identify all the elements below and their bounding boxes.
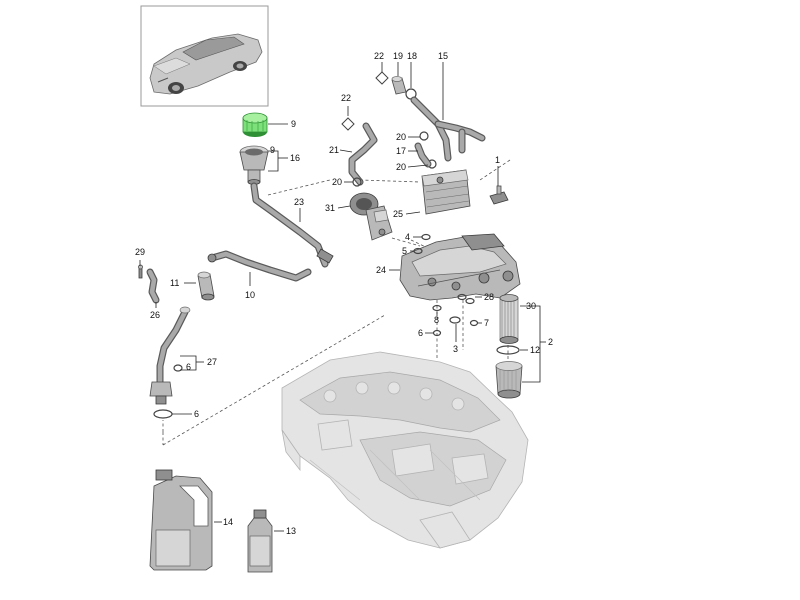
part-23-tube[interactable]	[250, 182, 334, 268]
callout-20b[interactable]: 20	[396, 162, 406, 172]
callout-9a[interactable]: 9	[291, 119, 296, 129]
part-9-oil-filler-cap[interactable]	[242, 112, 268, 137]
part-6-seal-ring-lower[interactable]	[153, 409, 173, 419]
callout-14[interactable]: 14	[223, 517, 233, 527]
part-31-pump[interactable]	[349, 192, 393, 241]
callout-1[interactable]: 1	[495, 155, 500, 165]
part-25-heat-exchanger[interactable]	[421, 169, 471, 215]
callout-28[interactable]: 28	[484, 292, 494, 302]
callout-25[interactable]: 25	[393, 209, 403, 219]
callout-29[interactable]: 29	[135, 247, 145, 257]
part-14-engine-oil-canister[interactable]	[149, 469, 213, 571]
part-12-o-ring[interactable]	[496, 345, 520, 355]
callout-31[interactable]: 31	[325, 203, 335, 213]
callout-6b[interactable]: 6	[418, 328, 423, 338]
part-28-seals[interactable]	[457, 293, 475, 305]
part-3-seal[interactable]	[449, 316, 461, 324]
callout-11[interactable]: 11	[170, 278, 179, 288]
callout-18[interactable]: 18	[407, 51, 417, 61]
part-6-seal-ring-mid[interactable]	[173, 364, 183, 372]
part-21-coolant-hose[interactable]	[348, 122, 378, 186]
part-29-bolt[interactable]	[138, 264, 143, 279]
callout-20c[interactable]: 20	[332, 177, 342, 187]
part-16-filler-neck[interactable]	[239, 145, 269, 185]
callout-22b[interactable]: 22	[341, 93, 351, 103]
callout-9b[interactable]: 9	[270, 145, 275, 155]
callout-17[interactable]: 17	[396, 146, 406, 156]
callout-30[interactable]: 30	[526, 301, 536, 311]
callout-21[interactable]: 21	[329, 145, 339, 155]
part-7-seal[interactable]	[469, 319, 479, 327]
callout-15[interactable]: 15	[438, 51, 448, 61]
engine-block[interactable]	[281, 351, 529, 549]
callout-13[interactable]: 13	[286, 526, 296, 536]
part-13-engine-oil-bottle[interactable]	[247, 509, 273, 573]
callout-22a[interactable]: 22	[374, 51, 384, 61]
part-27-dipstick-tube[interactable]	[149, 306, 191, 405]
part-20-clip-a[interactable]	[419, 131, 429, 141]
part-19-connector[interactable]	[391, 76, 407, 95]
part-22-clamp-left[interactable]	[341, 117, 355, 131]
callout-20a[interactable]: 20	[396, 132, 406, 142]
callout-labels: 9 9 16 23 10 11 29 26 27 6 6 14 13 22 22…	[135, 51, 553, 536]
callout-7[interactable]: 7	[484, 318, 489, 328]
callout-4[interactable]: 4	[405, 232, 410, 242]
callout-12[interactable]: 12	[530, 345, 540, 355]
callout-10[interactable]: 10	[245, 290, 255, 300]
vehicle-thumbnail[interactable]	[140, 5, 269, 107]
callout-24[interactable]: 24	[376, 265, 386, 275]
leader-lines	[139, 62, 546, 532]
car-thumbnail-icon	[149, 33, 263, 95]
callout-26[interactable]: 26	[150, 310, 160, 320]
part-10-hose[interactable]	[207, 250, 312, 282]
part-17-small-hose[interactable]	[414, 142, 432, 168]
part-11-connector[interactable]	[197, 271, 215, 301]
callout-6a[interactable]: 6	[194, 409, 199, 419]
part-8-seal[interactable]	[432, 304, 442, 312]
part-2-filter-cover[interactable]	[495, 361, 523, 399]
callout-23[interactable]: 23	[294, 197, 304, 207]
part-24-filter-housing[interactable]	[399, 233, 521, 301]
part-30-filter-element[interactable]	[499, 294, 519, 344]
part-26-bracket[interactable]	[146, 268, 160, 304]
part-15-pipe-assembly[interactable]	[410, 96, 486, 162]
callout-2[interactable]: 2	[548, 337, 553, 347]
part-6-seal-small[interactable]	[432, 329, 442, 337]
callout-8[interactable]: 8	[434, 315, 439, 325]
callout-16[interactable]: 16	[290, 153, 300, 163]
callout-5[interactable]: 5	[402, 246, 407, 256]
part-22-clamp-top[interactable]	[375, 71, 389, 85]
part-1-sensor[interactable]	[489, 185, 509, 205]
callout-27[interactable]: 27	[207, 357, 217, 367]
callout-3[interactable]: 3	[453, 344, 458, 354]
callout-19[interactable]: 19	[393, 51, 403, 61]
part-4-seal[interactable]	[421, 233, 431, 241]
callout-6c[interactable]: 6	[186, 362, 191, 372]
